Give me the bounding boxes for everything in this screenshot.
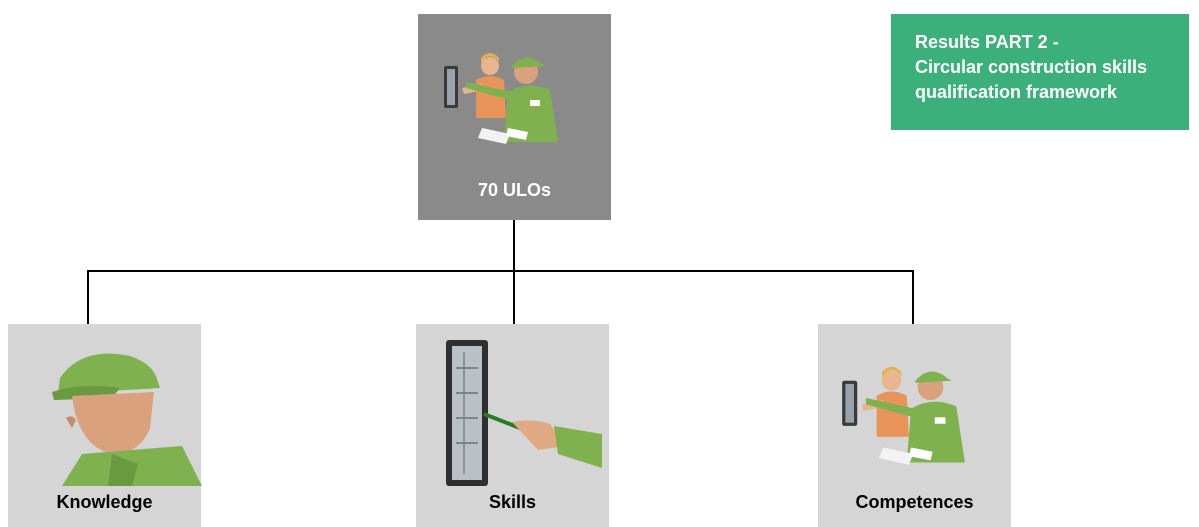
competences-node: Competences (818, 324, 1011, 527)
worker-head-icon (52, 353, 202, 486)
skills-node: Skills (416, 324, 609, 527)
knowledge-node: Knowledge (8, 324, 202, 527)
title-line-3: qualification framework (915, 82, 1118, 102)
competences-label: Competences (855, 492, 974, 512)
title-line-1: Results PART 2 - (915, 32, 1059, 52)
title-line-2: Circular construction skills (915, 57, 1148, 77)
workers-at-panel-icon (842, 366, 965, 465)
title-box: Results PART 2 - Circular construction s… (891, 14, 1189, 130)
skills-label: Skills (488, 492, 537, 512)
knowledge-label: Knowledge (56, 492, 153, 512)
root-label: 70 ULOs (477, 180, 552, 200)
hand-writing-on-panel-icon (446, 340, 602, 486)
workers-at-panel-icon (444, 53, 558, 144)
root-node: 70 ULOs (418, 14, 611, 220)
